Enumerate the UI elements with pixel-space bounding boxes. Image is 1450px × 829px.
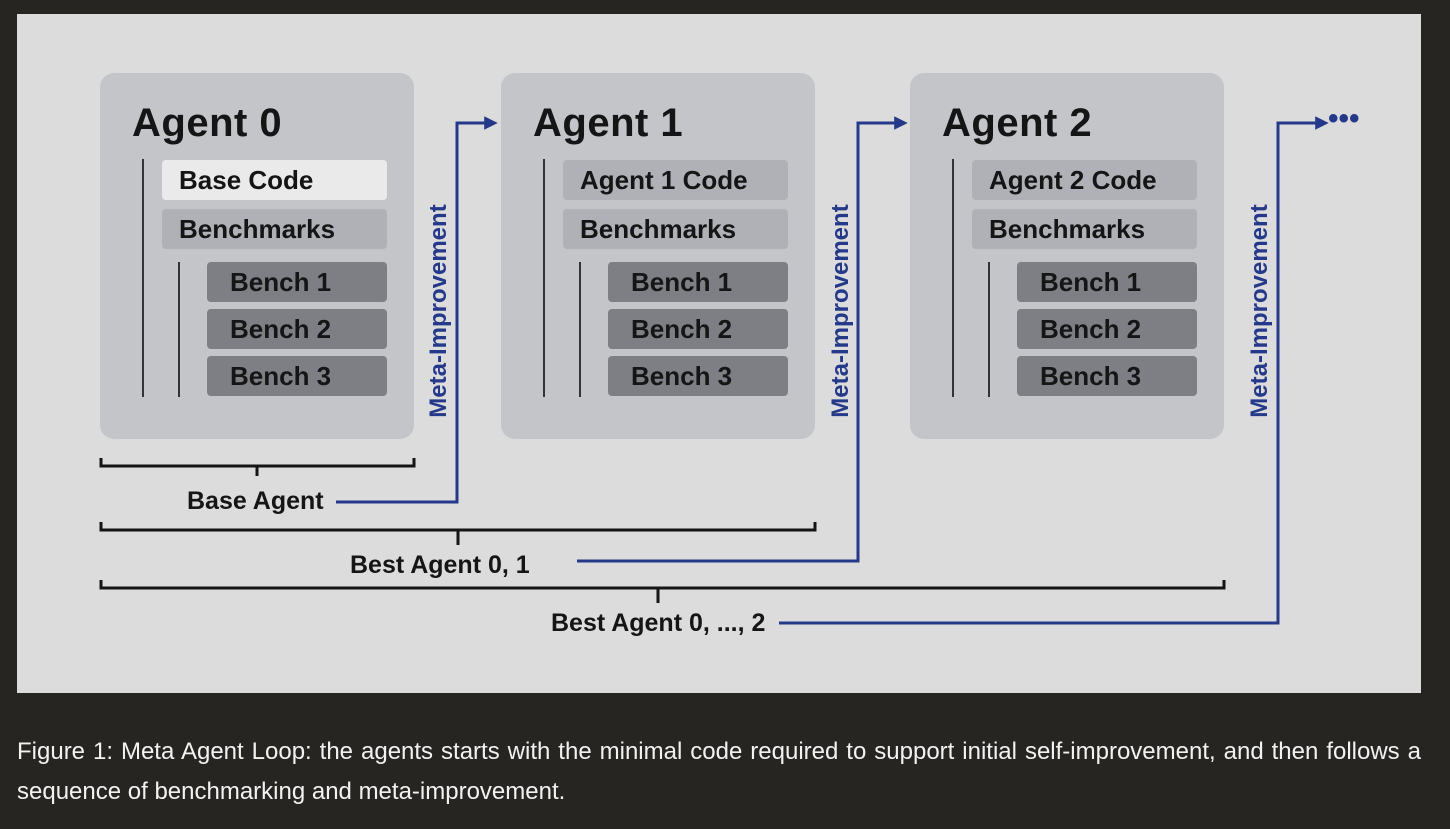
meta-agent-loop-diagram: Agent 0 Base Code Benchmarks Bench 1 Ben… (17, 14, 1421, 693)
continuation-ellipsis: ••• (1328, 102, 1360, 135)
agent-0-box: Agent 0 Base Code Benchmarks Bench 1 Ben… (100, 73, 414, 439)
tree-line (988, 262, 990, 397)
benchmarks-label: Benchmarks (972, 209, 1197, 249)
tree-line (142, 159, 144, 397)
tree-line (952, 159, 954, 397)
benchmarks-label: Benchmarks (563, 209, 788, 249)
code-label: Agent 1 Code (563, 160, 788, 200)
tree-line (579, 262, 581, 397)
bracket-best-agent-0-1 (99, 522, 817, 545)
arrow-best-agent-0-2 (779, 116, 1329, 625)
agent-1-box: Agent 1 Agent 1 Code Benchmarks Bench 1 … (501, 73, 815, 439)
agent-title: Agent 1 (533, 101, 684, 145)
bracket-label-base-agent: Base Agent (187, 487, 324, 515)
bench-item: Bench 1 (608, 262, 788, 302)
bench-item: Bench 2 (207, 309, 387, 349)
agent-title: Agent 0 (132, 101, 283, 145)
figure-caption: Figure 1: Meta Agent Loop: the agents st… (17, 738, 1421, 805)
arrow-best-agent-0-1 (577, 116, 908, 563)
arrow-base-agent (336, 116, 498, 504)
bench-item: Bench 2 (1017, 309, 1197, 349)
tree-line (543, 159, 545, 397)
meta-improvement-label: Meta-Improvement (827, 204, 854, 418)
tree-line (178, 262, 180, 397)
code-label: Agent 2 Code (972, 160, 1197, 200)
bracket-label-best-agent-0-2: Best Agent 0, ..., 2 (551, 609, 766, 637)
meta-improvement-label: Meta-Improvement (1246, 204, 1273, 418)
bench-item: Bench 2 (608, 309, 788, 349)
connector-layer (99, 116, 1329, 625)
bench-item: Bench 1 (1017, 262, 1197, 302)
bracket-base-agent (99, 458, 416, 476)
bench-item: Bench 1 (207, 262, 387, 302)
bench-item: Bench 3 (608, 356, 788, 396)
agent-2-box: Agent 2 Agent 2 Code Benchmarks Bench 1 … (910, 73, 1224, 439)
bracket-label-best-agent-0-1: Best Agent 0, 1 (350, 551, 530, 579)
bracket-best-agent-0-2 (99, 580, 1226, 603)
bench-item: Bench 3 (1017, 356, 1197, 396)
code-label: Base Code (162, 160, 387, 200)
benchmarks-label: Benchmarks (162, 209, 387, 249)
agent-title: Agent 2 (942, 101, 1093, 145)
bench-item: Bench 3 (207, 356, 387, 396)
meta-improvement-label: Meta-Improvement (425, 204, 452, 418)
